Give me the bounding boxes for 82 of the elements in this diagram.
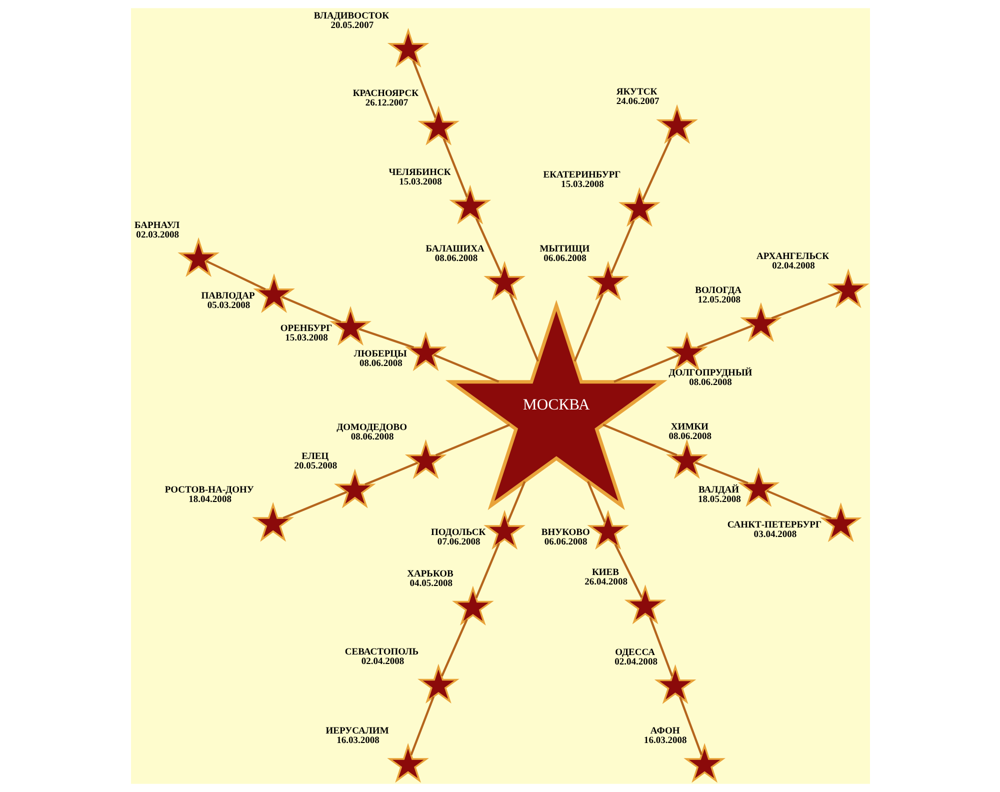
node-label: 15.03.2008 — [284, 334, 328, 344]
node-label: ЛЮБЕРЦЫ — [353, 350, 406, 360]
node-label: 20.05.2007 — [330, 20, 374, 31]
connector — [410, 696, 434, 756]
node-label: ЕКАТЕРИНБУРГ — [542, 170, 620, 181]
node-label: 06.06.2008 — [544, 538, 587, 548]
node-label: 20.05.2008 — [294, 462, 337, 472]
connector — [412, 60, 436, 118]
node-label: 08.06.2008 — [688, 378, 732, 388]
node-label: ВАЛДАЙ — [698, 485, 739, 496]
connector — [474, 542, 500, 598]
connector — [474, 218, 502, 274]
node-label: 16.03.2008 — [643, 736, 686, 746]
node-label: ХИМКИ — [670, 422, 708, 433]
connector — [610, 220, 634, 274]
node-label: 02.04.2008 — [360, 656, 404, 667]
node-label: ИЕРУСАЛИМ — [325, 726, 388, 736]
connector — [506, 481, 526, 523]
node-label: 04.05.2008 — [409, 578, 452, 589]
node-label: 05.03.2008 — [206, 301, 250, 312]
node-label: 02.04.2008 — [614, 657, 657, 668]
node-label: БАЛАШИХА — [425, 244, 484, 254]
connector — [614, 544, 642, 598]
connector — [508, 294, 538, 362]
node-label: САНКТ-ПЕТЕРБУРГ — [726, 520, 822, 531]
connector — [613, 354, 679, 383]
node-label: КРАСНОЯРСК — [352, 89, 418, 100]
node-label: ОДЕССА — [614, 648, 655, 658]
node-label: ПОДОЛЬСК — [430, 528, 486, 538]
node-label: 02.04.2008 — [772, 262, 814, 272]
node-label: ВОЛОГДА — [694, 286, 742, 296]
node-label: ПАВЛОДАР — [200, 291, 254, 302]
node-label: 15.03.2008 — [398, 178, 442, 188]
node-label: 07.06.2008 — [436, 538, 480, 548]
node-label: ДОЛГОПРУДНЫЙ — [668, 368, 752, 379]
node-label: РОСТОВ-НА-ДОНУ — [164, 486, 254, 496]
node-label: 02.03.2008 — [136, 230, 179, 240]
connector — [434, 424, 510, 456]
node-label: ОРЕНБУРГ — [280, 324, 332, 334]
node-label: ЯКУТСК — [616, 88, 657, 98]
node-label: ДОМОДЕДОВО — [336, 422, 407, 433]
node-label: 24.06.2007 — [616, 97, 659, 108]
node-label: БАРНАУЛ — [134, 220, 180, 231]
node-label: 06.06.2008 — [543, 254, 586, 264]
connector — [766, 490, 832, 520]
node-label: ЧЕЛЯБИНСК — [388, 168, 450, 178]
node-label: АРХАНГЕЛЬСК — [756, 252, 829, 262]
connector — [678, 696, 702, 756]
connector — [694, 462, 748, 484]
node-label: СЕВАСТОПОЛЬ — [344, 647, 418, 658]
node-label: ВЛАДИВОСТОК — [313, 11, 389, 22]
node-label: ЕЛЕЦ — [301, 452, 328, 462]
node-label: 16.03.2008 — [336, 736, 379, 746]
connector — [432, 354, 499, 383]
node-label: ВНУКОВО — [540, 528, 590, 538]
connector — [573, 294, 604, 362]
node-label: МЫТИЩИ — [539, 244, 590, 254]
node-label: 26.12.2007 — [364, 98, 408, 109]
connector — [281, 296, 341, 323]
connector — [648, 617, 673, 677]
node-label: 08.06.2008 — [359, 359, 402, 370]
connector — [364, 462, 418, 486]
connector — [641, 138, 672, 200]
node-label: 18.05.2008 — [698, 494, 740, 505]
node-label: 26.04.2008 — [584, 578, 627, 588]
node-label: 15.03.2008 — [560, 180, 604, 190]
connector — [602, 424, 677, 456]
node-label: 08.06.2008 — [434, 254, 478, 264]
connector — [696, 324, 753, 348]
connector — [282, 491, 347, 519]
node-label: ХАРЬКОВ — [406, 569, 453, 580]
node-label: 18.04.2008 — [188, 495, 231, 506]
node-label: КИЕВ — [591, 568, 618, 578]
connector — [586, 481, 606, 523]
node-label: 08.06.2008 — [350, 432, 394, 442]
connector — [442, 138, 468, 198]
connector — [358, 328, 414, 348]
node-label: 12.05.2008 — [697, 295, 740, 306]
node-label: АФОН — [650, 726, 680, 737]
node-label: 08.06.2008 — [668, 432, 712, 442]
connector — [440, 619, 468, 677]
node-label: 03.04.2008 — [753, 530, 796, 540]
